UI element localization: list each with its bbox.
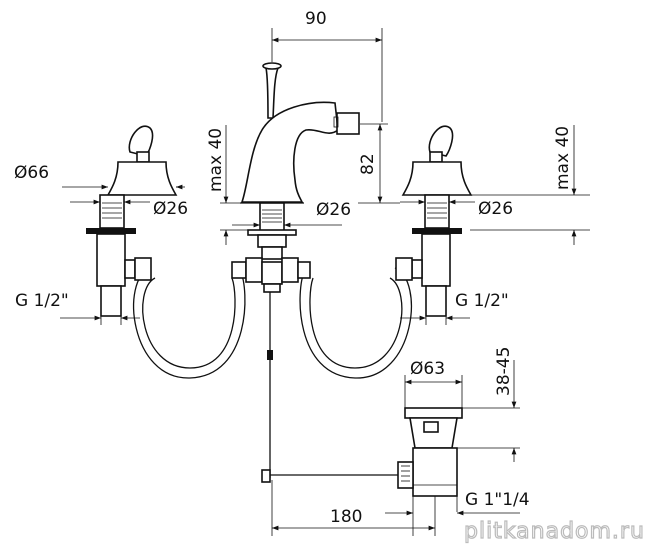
dim-label-g12-right: G 1/2" bbox=[455, 291, 509, 311]
dim-label-d26-left: Ø26 bbox=[153, 199, 188, 219]
dim-d26-left: Ø26 bbox=[70, 199, 188, 219]
dim-label-d26-center: Ø26 bbox=[316, 200, 351, 220]
dim-label-g12-left: G 1/2" bbox=[15, 291, 69, 311]
right-hose bbox=[299, 267, 413, 379]
dim-label-180: 180 bbox=[330, 507, 362, 527]
dim-180: 180 bbox=[271, 480, 436, 536]
dim-82: 82 bbox=[358, 123, 400, 204]
dim-label-82: 82 bbox=[358, 153, 378, 175]
tee-connector bbox=[231, 257, 311, 293]
dim-label-max40-center: max 40 bbox=[206, 128, 226, 192]
dim-max40-center: max 40 bbox=[206, 125, 260, 245]
right-valve bbox=[395, 125, 473, 317]
dim-d66: Ø66 bbox=[14, 163, 185, 190]
dim-d63: Ø63 bbox=[404, 359, 463, 408]
drain bbox=[397, 407, 463, 497]
watermark: plitkanadom.ru bbox=[464, 519, 645, 544]
dim-90: 90 bbox=[271, 9, 383, 122]
dim-g12-right: G 1/2" bbox=[400, 291, 509, 325]
dim-label-90: 90 bbox=[305, 9, 327, 29]
dim-label-d66: Ø66 bbox=[14, 163, 49, 183]
dim-g114: G 1"1/4 bbox=[385, 490, 530, 536]
dim-38-45: 38-45 bbox=[457, 347, 520, 462]
left-hose bbox=[132, 267, 246, 379]
dim-d26-right: Ø26 bbox=[400, 199, 513, 219]
dim-label-d63: Ø63 bbox=[410, 359, 445, 379]
dim-label-d26-right: Ø26 bbox=[478, 199, 513, 219]
dim-label-max40-right: max 40 bbox=[553, 126, 573, 190]
popup-rod bbox=[261, 292, 398, 483]
dim-max40-right: max 40 bbox=[462, 125, 590, 245]
dim-d26-center: Ø26 bbox=[232, 200, 351, 228]
dim-g12-left: G 1/2" bbox=[15, 291, 140, 325]
spout-body bbox=[240, 62, 360, 260]
left-valve bbox=[86, 125, 178, 317]
dim-label-38-45: 38-45 bbox=[494, 347, 514, 396]
dim-label-g114: G 1"1/4 bbox=[465, 490, 530, 510]
